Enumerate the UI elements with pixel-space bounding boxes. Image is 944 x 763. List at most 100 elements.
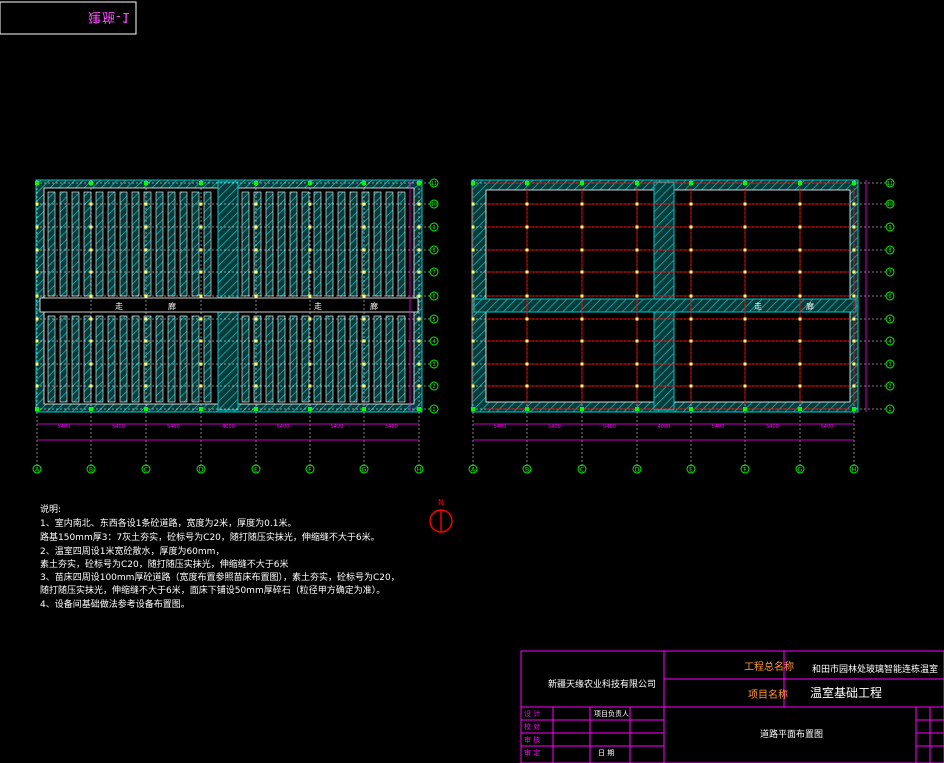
planting-bed xyxy=(325,315,334,403)
planting-bed xyxy=(277,315,286,403)
column-node xyxy=(362,202,366,206)
column-node xyxy=(471,248,475,252)
row-bubble xyxy=(885,178,895,188)
row-label: 11 xyxy=(431,181,437,187)
row-label: 5 xyxy=(888,317,891,323)
planting-bed xyxy=(337,315,346,403)
column-node xyxy=(308,248,312,252)
planting-bed xyxy=(59,315,68,403)
column-bubble xyxy=(86,464,96,474)
column-node xyxy=(89,317,93,321)
planting-bed xyxy=(83,191,92,297)
drawing-name: 道路平面布置图 xyxy=(760,730,824,740)
column-bubble xyxy=(740,464,750,474)
planting-bed xyxy=(167,191,176,297)
column-node xyxy=(580,225,584,229)
column-node xyxy=(635,317,639,321)
planting-bed xyxy=(203,315,212,403)
column-node xyxy=(852,248,856,252)
column-node xyxy=(308,407,312,411)
planting-bed xyxy=(397,191,406,297)
column-node xyxy=(798,248,802,252)
note-line: 路基150mm厚3：7灰土夯实，砼标号为C20，随打随压实抹光，伸缩缝不大于6米… xyxy=(40,533,380,543)
column-node xyxy=(254,225,258,229)
planting-bed xyxy=(385,191,394,297)
column-node xyxy=(635,270,639,274)
column-node xyxy=(199,202,203,206)
row-label: 5 xyxy=(432,317,435,323)
column-node xyxy=(144,225,148,229)
dimension-text: 5400 xyxy=(494,424,507,430)
column-node xyxy=(199,294,203,298)
column-node xyxy=(144,407,148,411)
note-line: 2、温室四周设1米宽砼散水，厚度为60mm， xyxy=(40,547,225,557)
column-node xyxy=(471,270,475,274)
column-node xyxy=(308,181,312,185)
row-bubble xyxy=(885,404,895,414)
drawing-stamp xyxy=(0,1,137,35)
row-label: 3 xyxy=(888,362,891,368)
column-node xyxy=(743,202,747,206)
column-node xyxy=(35,339,39,343)
column-node xyxy=(417,270,421,274)
planting-bed xyxy=(167,315,176,403)
planting-bed xyxy=(59,191,68,297)
row-bubble xyxy=(429,404,439,414)
project-total-value: 和田市园林处玻璃智能连栋温室 xyxy=(812,665,939,675)
column-node xyxy=(798,384,802,388)
row-label: 10 xyxy=(887,202,893,208)
column-node xyxy=(743,407,747,411)
column-node xyxy=(417,294,421,298)
planting-bed xyxy=(289,315,298,403)
column-node xyxy=(89,339,93,343)
row-label: 11 xyxy=(887,181,893,187)
column-node xyxy=(417,181,421,185)
column-bubble xyxy=(141,464,151,474)
column-node xyxy=(525,225,529,229)
planting-bed xyxy=(289,191,298,297)
column-node xyxy=(635,384,639,388)
project-value: 温室基础工程 xyxy=(810,686,883,700)
column-node xyxy=(852,384,856,388)
column-node xyxy=(798,339,802,343)
planting-bed xyxy=(95,191,104,297)
column-node xyxy=(199,270,203,274)
column-node xyxy=(362,248,366,252)
column-node xyxy=(89,407,93,411)
column-node xyxy=(35,294,39,298)
column-node xyxy=(199,384,203,388)
column-node xyxy=(144,202,148,206)
note-line: 随打随压实抹光，伸缩缝不大于6米，面床下铺设50mm厚碎石（粒径甲方确定为准）。 xyxy=(40,586,386,596)
column-node xyxy=(635,407,639,411)
column-node xyxy=(35,384,39,388)
column-node xyxy=(471,294,475,298)
planting-bed xyxy=(301,191,310,297)
column-node xyxy=(254,181,258,185)
row-bubble xyxy=(429,336,439,346)
column-label: E xyxy=(254,467,258,474)
title-block xyxy=(520,650,944,763)
planting-bed xyxy=(349,315,358,403)
column-node xyxy=(417,248,421,252)
planting-bed xyxy=(313,191,322,297)
dimension-text: 5400 xyxy=(712,424,725,430)
column-node xyxy=(254,294,258,298)
column-node xyxy=(525,270,529,274)
column-node xyxy=(417,225,421,229)
column-node xyxy=(798,202,802,206)
column-node xyxy=(308,294,312,298)
column-node xyxy=(362,294,366,298)
row-label: 1 xyxy=(888,407,891,413)
row-label: 7 xyxy=(432,270,435,276)
column-node xyxy=(852,181,856,185)
column-node xyxy=(144,248,148,252)
column-node xyxy=(743,339,747,343)
column-node xyxy=(743,181,747,185)
row-bubble xyxy=(429,381,439,391)
column-bubble xyxy=(32,464,42,474)
column-node xyxy=(635,202,639,206)
column-node xyxy=(580,339,584,343)
planting-bed xyxy=(265,315,274,403)
row-label: 6 xyxy=(888,294,891,300)
